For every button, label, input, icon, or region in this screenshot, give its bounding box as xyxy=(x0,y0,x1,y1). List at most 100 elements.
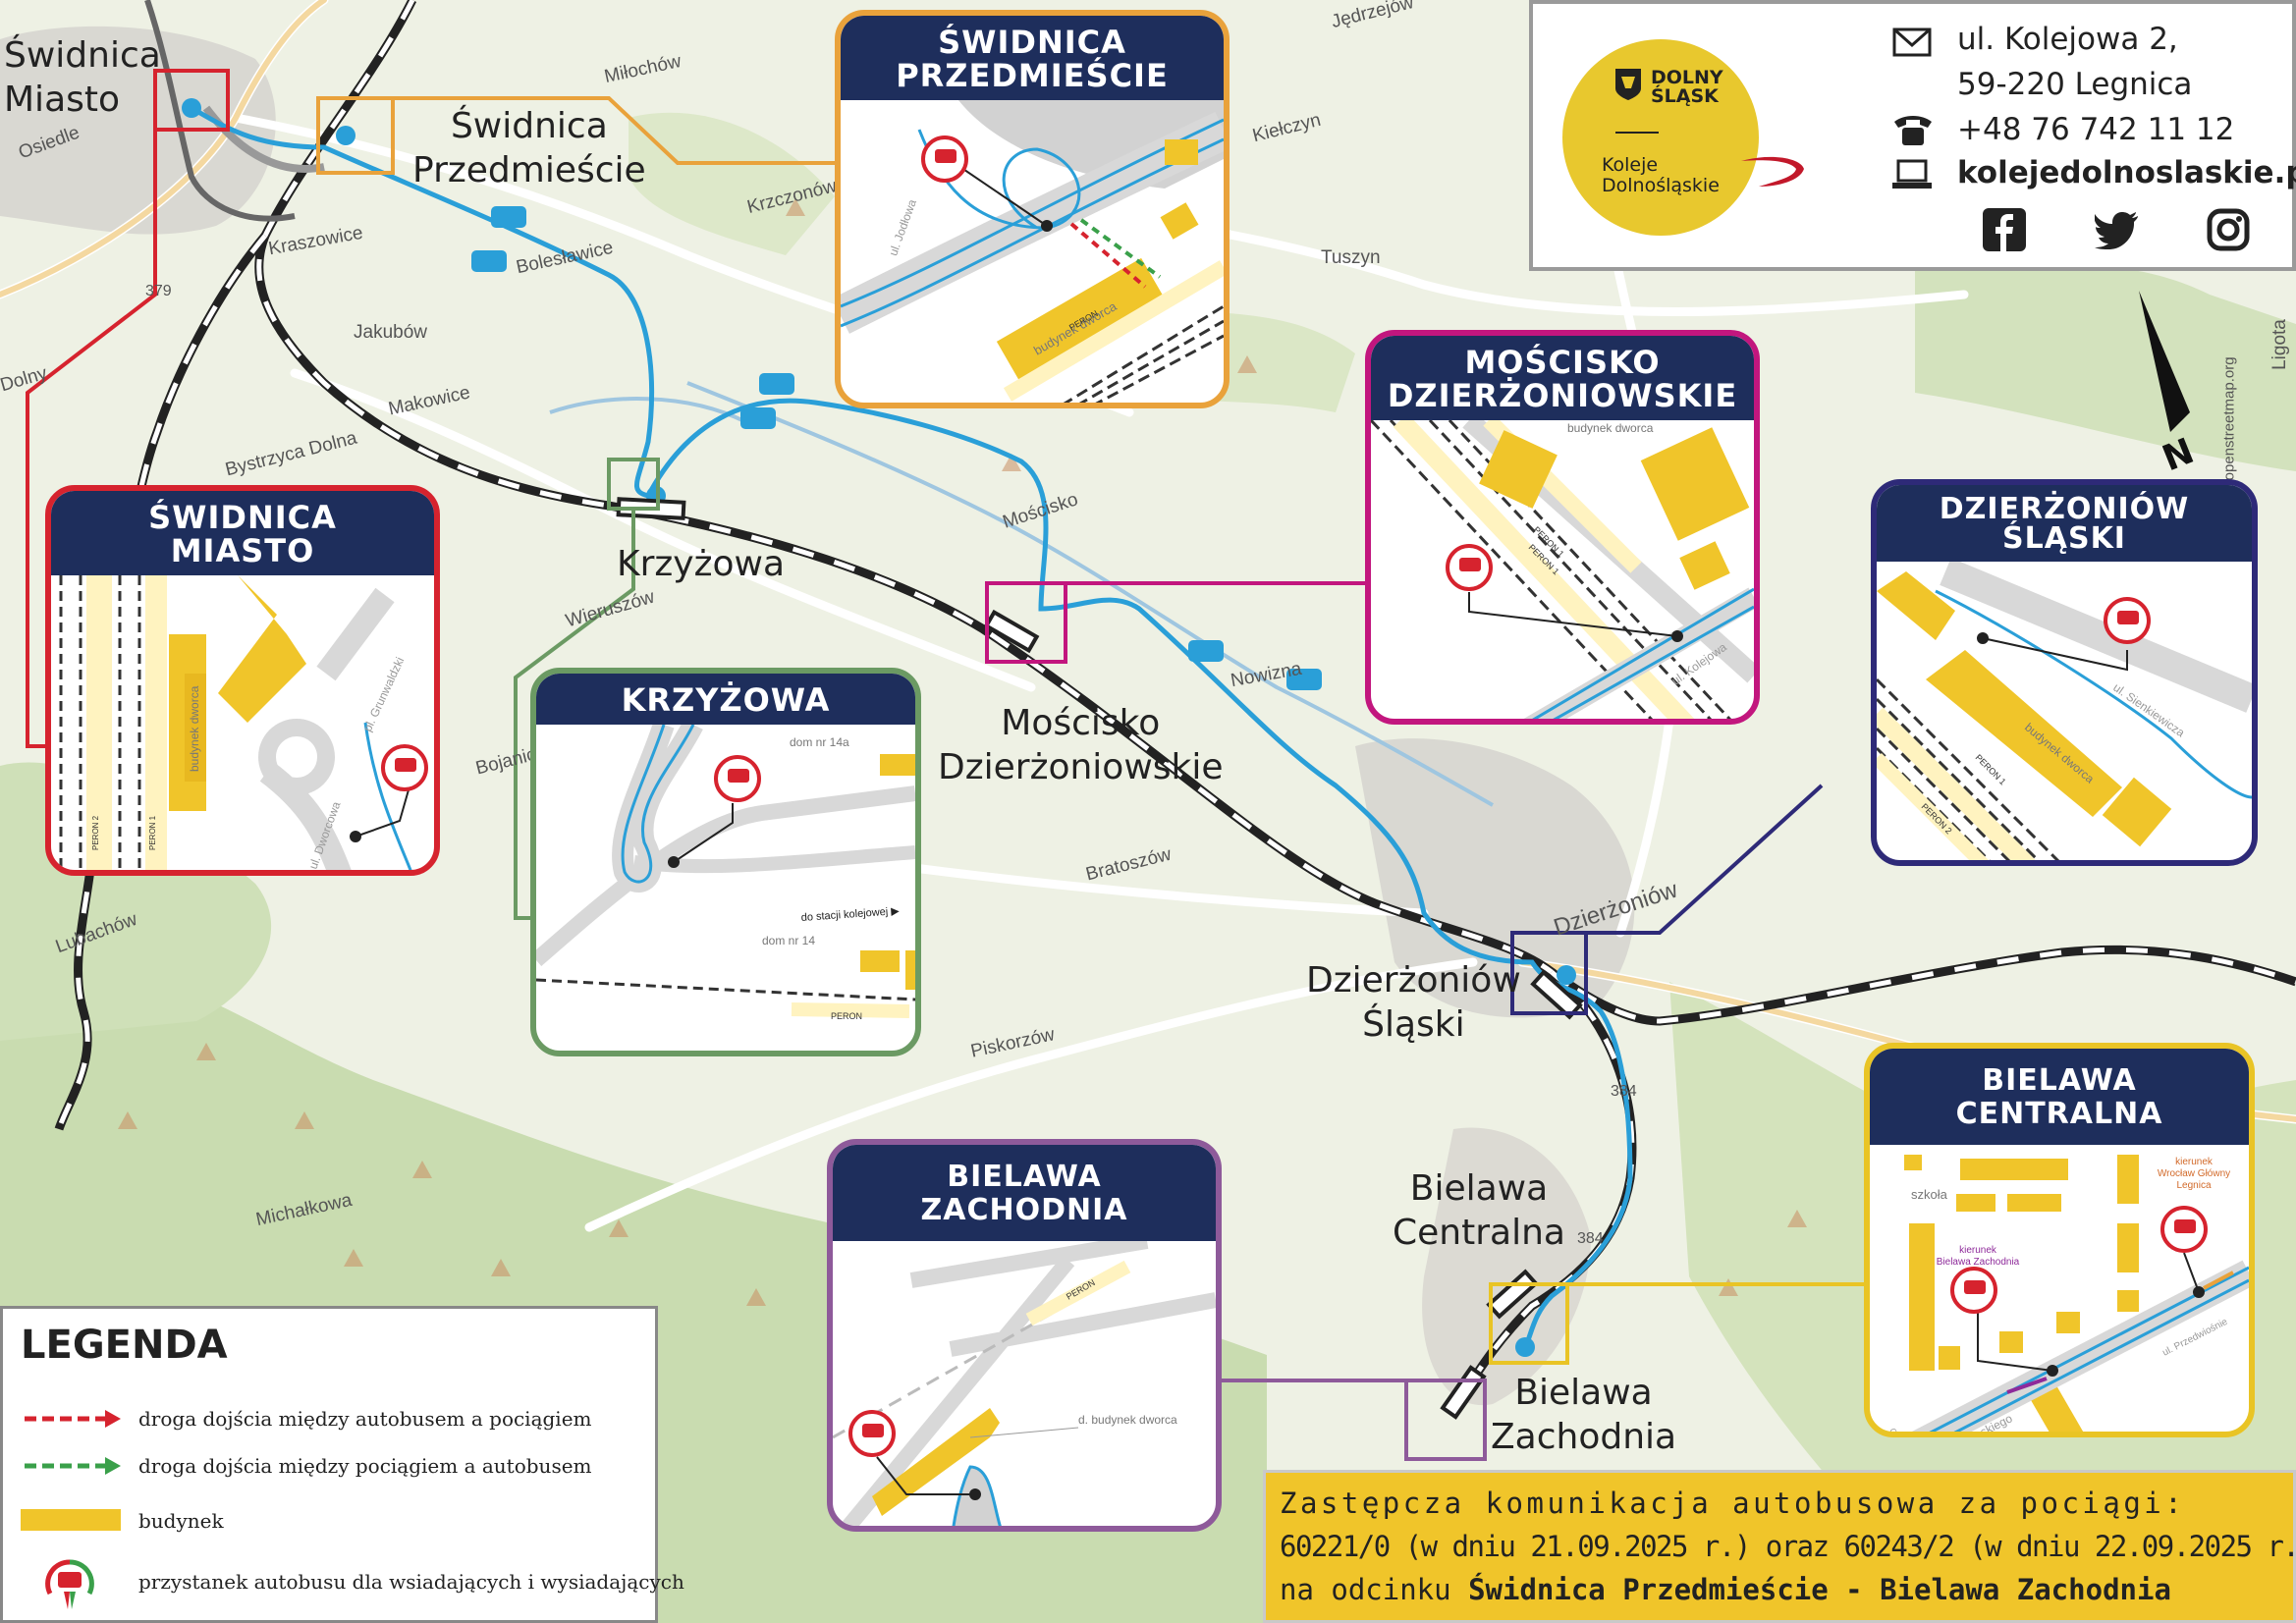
inset-title-line: ŚLĄSKI xyxy=(2002,521,2126,556)
inset-title-line: MOŚCISKO xyxy=(1464,344,1661,381)
station-label-line: Świdnica xyxy=(4,35,161,76)
inset-title: MOŚCISKO DZIERŻONIOWSKIE xyxy=(1371,336,1754,420)
inset-direction-label: Wrocław Główny xyxy=(2158,1168,2230,1179)
road-number: 384 xyxy=(1611,1083,1637,1100)
inset-bielawa-centralna[interactable]: BIELAWA CENTRALNA szkoła kierunek Bielaw… xyxy=(1864,1043,2255,1437)
instagram-icon[interactable] xyxy=(2207,208,2250,251)
station-label-swidnica-miasto: Świdnica Miasto xyxy=(4,33,161,122)
legend-item-bus-to-train: droga dojścia między autobusem a pociągi… xyxy=(138,1407,592,1431)
inset-dzierzoniow[interactable]: DZIERŻONIÓW ŚLĄSKI budynek dworca PERON … xyxy=(1871,479,2258,866)
envelope-icon xyxy=(1892,27,1932,57)
inset-moscisko[interactable]: MOŚCISKO DZIERŻONIOWSKIE budynek dworca … xyxy=(1365,330,1760,725)
station-label-line: Bielawa xyxy=(1409,1168,1549,1209)
inset-title-line: DZIERŻONIOWSKIE xyxy=(1387,377,1738,414)
inset-title: BIELAWA ZACHODNIA xyxy=(833,1145,1216,1241)
legend-train-to-bus-swatch xyxy=(25,1457,121,1475)
inset-plan: ul. Jodłowa budynek dworca PERON xyxy=(841,100,1224,403)
inset-title-line: BIELAWA ZACHODNIA xyxy=(920,1160,1128,1227)
inset-title: ŚWIDNICA PRZEDMIEŚCIE xyxy=(841,16,1224,100)
twitter-icon[interactable] xyxy=(2095,210,2140,249)
inset-street-label: Osiedle Wiosenne xyxy=(1887,1427,1921,1437)
inset-street-label: pl. Grunwaldzki xyxy=(360,655,407,733)
town-label: Ligota xyxy=(2269,319,2290,370)
notice-route-section: Świdnica Przedmieście - Bielawa Zachodni… xyxy=(1468,1573,2171,1606)
logo-line: DOLNY xyxy=(1651,67,1723,88)
legend-building-swatch xyxy=(21,1509,121,1531)
inset-title: DZIERŻONIÓW ŚLĄSKI xyxy=(1877,485,2252,562)
inset-plan: szkoła kierunek Bielawa Zachodnia kierun… xyxy=(1887,1155,2249,1437)
inset-street-label: ul. Jodłowa xyxy=(886,197,919,258)
inset-title-line: BIELAWA CENTRALNA xyxy=(1955,1063,2163,1131)
inset-platform-label: PERON 1 xyxy=(148,815,157,850)
inset-title-line: DZIERŻONIÓW xyxy=(1939,492,2190,526)
inset-building-label: budynek dworca xyxy=(188,685,201,772)
phone-number[interactable]: +48 76 742 11 12 xyxy=(1957,112,2235,147)
phone-icon xyxy=(1894,116,1932,145)
carrier-info-box: DOLNY ŚLĄSK Koleje Dolnośląskie ul. Kole… xyxy=(1529,0,2296,271)
notice-line-3: na odcinku Świdnica Przedmieście - Biela… xyxy=(1280,1573,2171,1606)
station-label-line: Dzierżoniów xyxy=(1306,960,1521,1001)
legend-bus-to-train-swatch xyxy=(25,1410,121,1428)
notice-line-1: Zastępcza komunikacja autobusowa za poci… xyxy=(1280,1487,2186,1520)
legend: LEGENDA droga dojścia między autobusem a… xyxy=(0,1306,684,1623)
inset-plan: budynek dworca PERON 1 PERON 1 ul. Kolej… xyxy=(1371,420,1754,719)
station-label-moscisko: Mościsko Dzierżoniowskie xyxy=(938,701,1224,789)
inset-direction-label: do stacji kolejowej ▶ xyxy=(800,905,900,924)
eagle-crest-icon xyxy=(1615,69,1641,100)
carrier-logo: DOLNY ŚLĄSK Koleje Dolnośląskie xyxy=(1562,39,1759,236)
road-number: 379 xyxy=(145,283,172,299)
inset-building-label: d. budynek dworca xyxy=(1078,1413,1177,1427)
station-label-line: Krzyżowa xyxy=(617,544,786,584)
website-link[interactable]: kolejedolnoslaskie.pl xyxy=(1957,155,2296,190)
logo-region-text: DOLNY ŚLĄSK xyxy=(1651,69,1723,106)
facebook-icon[interactable] xyxy=(1983,208,2026,251)
inset-title-line: ŚWIDNICA xyxy=(148,499,337,536)
inset-title-line: KRZYŻOWA xyxy=(621,681,831,719)
inset-direction-label: kierunek xyxy=(2175,1157,2214,1167)
address-line-1: ul. Kolejowa 2, xyxy=(1957,22,2178,57)
inset-direction-label: kierunek xyxy=(1959,1245,1997,1256)
inset-direction-label: Bielawa Zachodnia xyxy=(1937,1257,2020,1268)
inset-building-label: budynek dworca xyxy=(1567,421,1654,435)
logo-line: Koleje xyxy=(1602,154,1659,176)
inset-platform-label: PERON xyxy=(831,1011,862,1021)
inset-swidnica-miasto[interactable]: ŚWIDNICA MIASTO budynek dworca PERON 2 P… xyxy=(45,485,440,876)
inset-title-line: MIASTO xyxy=(170,532,315,569)
inset-plan: d. budynek dworca PERON xyxy=(833,1241,1216,1526)
inset-title: BIELAWA CENTRALNA xyxy=(1870,1049,2249,1145)
notice-line-3-prefix: na odcinku xyxy=(1280,1573,1469,1606)
inset-bielawa-zachodnia[interactable]: BIELAWA ZACHODNIA d. budynek dworca PERO… xyxy=(827,1139,1222,1532)
logo-divider xyxy=(1615,132,1659,134)
legend-title: LEGENDA xyxy=(21,1323,228,1368)
station-label-line: Mościsko xyxy=(1001,703,1161,743)
station-label-line: Bielawa xyxy=(1514,1373,1653,1413)
inset-krzyzowa[interactable]: KRZYŻOWA dom nr 14a dom nr 14 do stacji … xyxy=(530,668,921,1056)
station-label-line: Centralna xyxy=(1393,1213,1565,1253)
notice-line-2: 60221/0 (w dniu 21.09.2025 r.) oraz 6024… xyxy=(1280,1530,2296,1563)
inset-platform-label: PERON 2 xyxy=(91,815,100,850)
road-number: 384 xyxy=(1577,1230,1604,1247)
inset-title-line: PRZEDMIEŚCIE xyxy=(896,57,1169,94)
station-label-bielawa-centralna: Bielawa Centralna xyxy=(1393,1166,1565,1255)
town-label: Jakubów xyxy=(354,322,427,343)
station-label-line: Świdnica xyxy=(450,106,608,146)
bus-stop-icon xyxy=(45,1559,94,1609)
legend-item-train-to-bus: droga dojścia między pociągiem a autobus… xyxy=(138,1454,592,1478)
address-line-2: 59-220 Legnica xyxy=(1957,67,2193,102)
logo-name-text: Koleje Dolnośląskie xyxy=(1602,155,1720,196)
legend-item-building: budynek xyxy=(138,1509,224,1533)
town-label: Tuszyn xyxy=(1321,247,1381,268)
inset-building-label: dom nr 14a xyxy=(790,735,849,749)
station-label-line: Dzierżoniowskie xyxy=(938,747,1224,787)
inset-plan: dom nr 14a dom nr 14 do stacji kolejowej… xyxy=(536,725,915,1021)
logo-swoosh-icon xyxy=(1741,156,1804,187)
inset-direction-label: Legnica xyxy=(2176,1180,2211,1191)
laptop-icon xyxy=(1892,159,1932,189)
station-label-line: Zachodnia xyxy=(1491,1417,1677,1457)
inset-swidnica-przedmiescie[interactable]: ŚWIDNICA PRZEDMIEŚCIE ul. Jodłowa budyne… xyxy=(835,10,1230,408)
inset-street-label: ul. Sienkiewicza xyxy=(2110,680,2187,740)
station-label-krzyzowa: Krzyżowa xyxy=(617,542,785,586)
inset-plan: budynek dworca PERON 1 PERON 2 ul. Sienk… xyxy=(1877,562,2252,860)
inset-title-line: ŚWIDNICA xyxy=(938,24,1126,61)
logo-line: ŚLĄSK xyxy=(1651,85,1719,107)
